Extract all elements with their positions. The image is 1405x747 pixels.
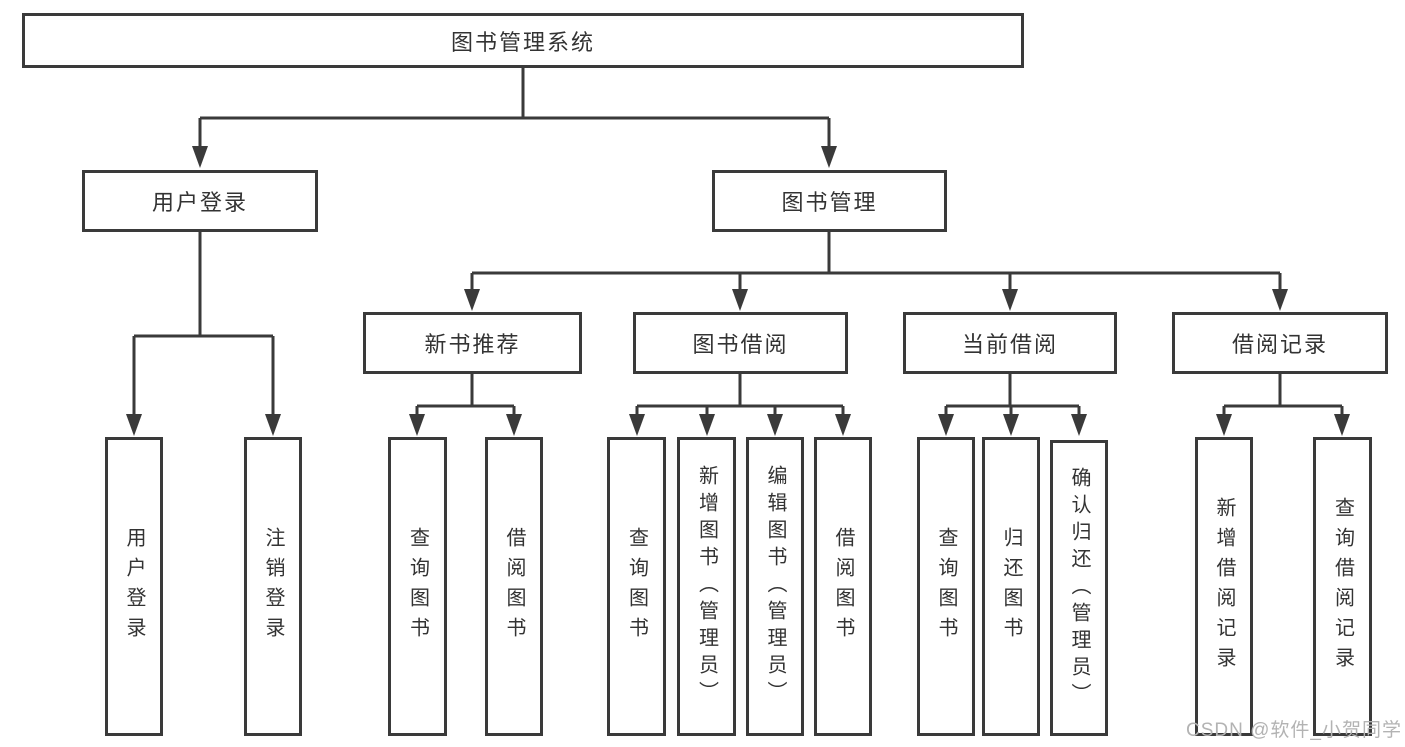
connector-book-management-children	[464, 232, 1288, 311]
connector-borrow-records-children	[1216, 374, 1350, 436]
node-current-borrow: 当前借阅	[903, 312, 1117, 374]
node-leaf-query-books-2: 查询图书	[607, 437, 666, 736]
node-leaf-query-books-3: 查询图书	[917, 437, 975, 736]
node-label: 新增图书（管理员）	[695, 465, 718, 708]
arrowhead	[1334, 414, 1350, 436]
arrowhead	[464, 289, 480, 311]
arrowhead	[629, 414, 645, 436]
csdn-watermark: CSDN @软件_小贺同学	[1186, 720, 1402, 741]
node-label: 图书管理系统	[450, 29, 595, 55]
arrowhead	[1003, 414, 1019, 436]
node-book-management: 图书管理	[712, 170, 947, 232]
arrowhead	[265, 414, 281, 436]
node-label: 当前借阅	[961, 332, 1058, 357]
arrowhead	[1002, 289, 1018, 311]
node-leaf-add-book-admin: 新增图书（管理员）	[677, 437, 736, 736]
node-user-login: 用户登录	[82, 170, 318, 232]
arrowhead	[409, 414, 425, 436]
node-leaf-confirm-return-admin: 确认归还（管理员）	[1050, 440, 1108, 736]
node-leaf-borrow-books-2: 借阅图书	[814, 437, 872, 736]
arrowhead	[821, 146, 837, 168]
node-label: 查询图书	[625, 526, 648, 647]
node-leaf-logout: 注销登录	[244, 437, 302, 736]
node-label: 用户登录	[151, 190, 248, 215]
node-leaf-query-books: 查询图书	[388, 437, 447, 736]
arrowhead	[126, 414, 142, 436]
arrowhead	[1216, 414, 1232, 436]
node-label: 查询图书	[935, 526, 957, 647]
node-leaf-query-borrow-record: 查询借阅记录	[1313, 437, 1372, 736]
node-label: 图书管理	[781, 190, 878, 215]
node-borrow-records: 借阅记录	[1172, 312, 1388, 374]
arrowhead	[938, 414, 954, 436]
node-leaf-user-login: 用户登录	[105, 437, 163, 736]
node-label: 注销登录	[262, 526, 284, 647]
connector-book-borrow-children	[629, 374, 851, 436]
node-label: 查询图书	[406, 526, 429, 647]
node-book-borrow: 图书借阅	[633, 312, 848, 374]
node-label: 新增借阅记录	[1213, 496, 1235, 677]
arrowhead	[1071, 414, 1087, 436]
node-label: 确认归还（管理员）	[1068, 466, 1090, 710]
connector-current-borrow-children	[938, 374, 1087, 436]
connector-root-to-level2	[192, 68, 837, 168]
node-leaf-borrow-books: 借阅图书	[485, 437, 543, 736]
node-label: 借阅图书	[503, 526, 525, 647]
arrowhead	[699, 414, 715, 436]
node-library-management-system: 图书管理系统	[22, 13, 1024, 68]
node-label: 编辑图书（管理员）	[764, 465, 786, 708]
node-label: 新书推荐	[424, 332, 521, 357]
node-label: 查询借阅记录	[1331, 496, 1354, 677]
node-label: 借阅记录	[1231, 332, 1328, 357]
arrowhead	[192, 146, 208, 168]
node-label: 图书借阅	[692, 332, 789, 357]
arrowhead	[767, 414, 783, 436]
arrowhead	[732, 289, 748, 311]
node-leaf-add-borrow-record: 新增借阅记录	[1195, 437, 1253, 736]
node-label: 用户登录	[123, 526, 145, 647]
node-new-book-recommend: 新书推荐	[363, 312, 582, 374]
node-label: 归还图书	[1000, 526, 1022, 647]
arrowhead	[835, 414, 851, 436]
node-leaf-edit-book-admin: 编辑图书（管理员）	[746, 437, 804, 736]
node-leaf-return-books: 归还图书	[982, 437, 1040, 736]
arrowhead	[506, 414, 522, 436]
connector-new-book-children	[409, 374, 522, 436]
connector-user-login-children	[126, 232, 281, 436]
node-label: 借阅图书	[832, 526, 854, 647]
arrowhead	[1272, 289, 1288, 311]
